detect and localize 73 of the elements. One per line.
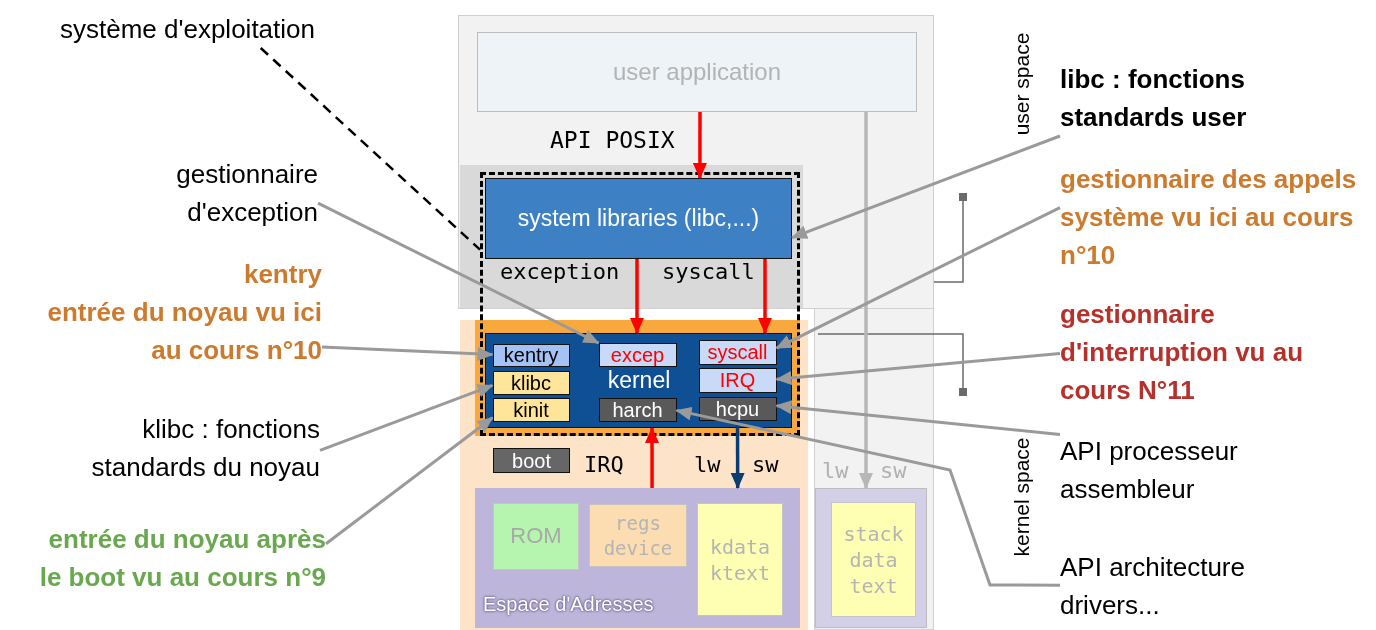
box-label: harch: [612, 399, 663, 420]
arrow: [758, 259, 772, 334]
annotation-text: gestionnaire d'interruption vu au cours N°11: [1060, 298, 1305, 407]
arrow: [775, 351, 1061, 385]
address-space-panel: [475, 488, 800, 628]
memory-panel: [815, 488, 927, 628]
vertical-label: kernel space: [1010, 437, 1034, 557]
arrow: [775, 400, 1061, 436]
module-box: [598, 342, 677, 367]
code-label: sw: [752, 452, 779, 479]
arrow: [859, 112, 873, 489]
box-label: stack data text: [842, 520, 905, 599]
arrow: [317, 201, 600, 345]
memory-region: [589, 504, 687, 567]
module-box: [598, 397, 677, 422]
arrow: [675, 406, 1060, 587]
box-label: excep: [610, 344, 665, 365]
vertical-label: user space: [1010, 32, 1034, 136]
box-label: syscall: [707, 342, 768, 362]
arrow: [321, 345, 494, 361]
code-label: lw: [694, 452, 721, 479]
annotation-text: système d'exploitation: [60, 13, 316, 46]
box-label: kentry: [503, 345, 559, 365]
annotation-text: API architecture drivers...: [1060, 551, 1246, 622]
box-label: boot: [512, 450, 551, 471]
module-box: [698, 339, 777, 365]
code-label: exception: [500, 259, 620, 286]
library-box: [485, 178, 792, 259]
annotation-text: klibc : fonctions standards du noyau: [90, 413, 320, 484]
annotation-text: API processeur assembleur: [1060, 435, 1239, 506]
module-box: [492, 370, 570, 395]
arrow: [730, 420, 745, 489]
arrow: [630, 259, 644, 334]
box-label: klibc: [511, 372, 551, 393]
box-label: user application: [612, 58, 782, 86]
module-box: [698, 367, 777, 393]
annotation-text: gestionnaire d'exception: [175, 158, 318, 229]
code-label: syscall: [662, 259, 755, 286]
os-boundary-frame: [480, 172, 800, 436]
memory-region: [831, 502, 916, 617]
box-label: hcpu: [715, 398, 760, 419]
annotation-text: kentry: [242, 258, 322, 291]
memory-region: [697, 503, 783, 616]
box-label: kinit: [513, 399, 549, 420]
annotation-text: entrée du noyau vu ici au cours n°10: [46, 296, 322, 367]
module-box: [492, 397, 570, 422]
application-box: [477, 32, 917, 112]
leader-line: [259, 47, 481, 251]
box-label: kdata ktext: [708, 533, 772, 586]
kernel-box: [485, 333, 792, 428]
module-box: [492, 343, 570, 367]
box-label: ROM: [510, 522, 562, 551]
panel-title: Espace d'Adresses: [483, 593, 654, 616]
module-box: [698, 396, 777, 421]
box-label: system libraries (libc,...): [517, 205, 760, 232]
code-label: sw: [880, 458, 907, 485]
code-label: IRQ: [584, 452, 624, 479]
arrow: [791, 134, 1061, 239]
arrow: [645, 427, 659, 488]
module-box: [493, 448, 570, 473]
box-label: regs device: [602, 510, 674, 561]
code-label: API POSIX: [550, 127, 675, 155]
box-label: IRQ: [719, 370, 756, 390]
memory-region: [493, 503, 579, 570]
arrow: [325, 416, 494, 545]
arrow: [692, 112, 707, 179]
annotation-text: entrée du noyau après le boot vu au cours n°9: [38, 523, 326, 594]
annotation-text: gestionnaire des appels système vu ici au cours n°10: [1060, 163, 1358, 272]
annotation-text: libc : fonctions standards user: [1060, 63, 1248, 134]
arrow: [319, 384, 494, 452]
code-label: lw: [822, 458, 849, 485]
box-label: kernel: [606, 367, 672, 394]
arrow: [775, 206, 1061, 350]
